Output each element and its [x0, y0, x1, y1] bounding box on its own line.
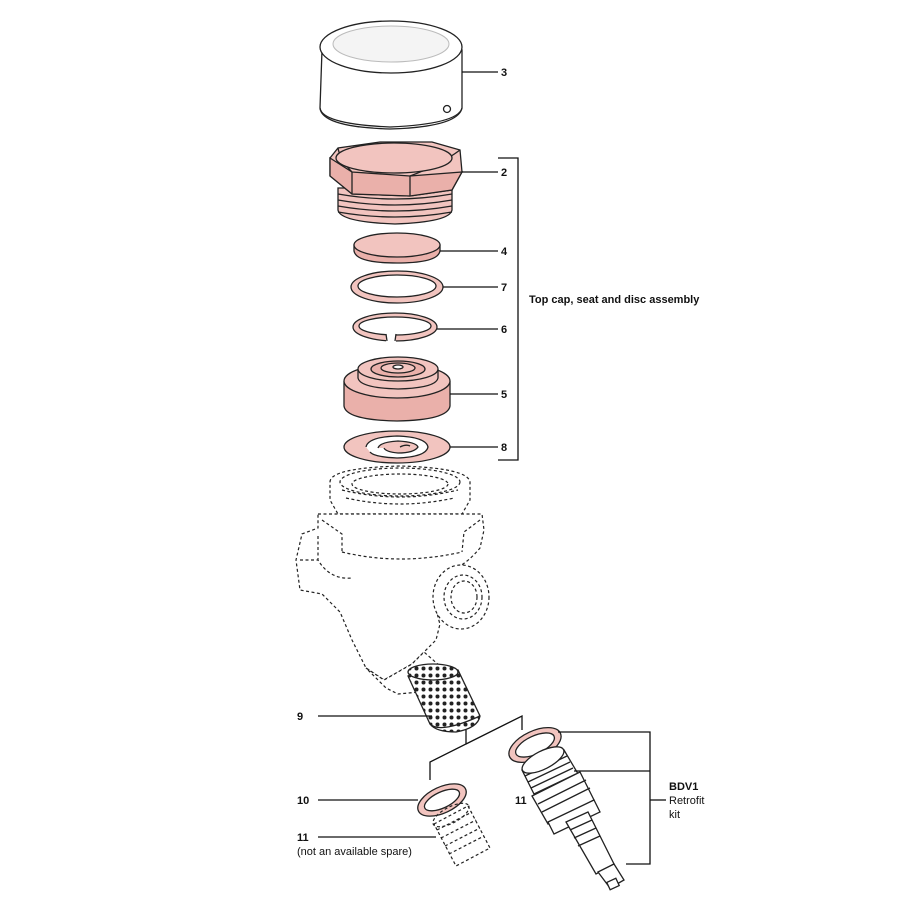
kit-name: BDV1 [669, 781, 698, 793]
spiral-gasket [343, 430, 451, 464]
label-part-3: 3 [501, 67, 507, 79]
plug-left-dashed [432, 802, 491, 867]
valve-body-outline [295, 465, 490, 695]
label-part-11-note: (not an available spare) [297, 846, 412, 858]
kit-line2: kit [669, 809, 680, 821]
label-part-5: 5 [501, 389, 507, 401]
label-part-8: 8 [501, 442, 507, 454]
connector-right [465, 714, 523, 745]
hex-top-cap [329, 141, 464, 225]
connector-left [429, 730, 467, 780]
assembly-bracket [498, 157, 519, 461]
seat [343, 356, 451, 422]
top-cover-cap [319, 20, 463, 130]
split-circlip [352, 312, 438, 342]
blowdown-valve [521, 746, 625, 891]
kit-bracket [558, 731, 651, 865]
kit-line1: Retrofit [669, 795, 704, 807]
label-part-9: 9 [297, 711, 303, 723]
label-part-10: 10 [297, 795, 309, 807]
small-gasket-left [417, 783, 467, 817]
assembly-label: Top cap, seat and disc assembly [529, 294, 700, 306]
label-part-7: 7 [501, 282, 507, 294]
label-part-2: 2 [501, 167, 507, 179]
label-part-11-left: 11 [297, 832, 309, 844]
strainer-screen [407, 663, 481, 733]
label-part-11-right: 11 [515, 795, 527, 807]
disc [353, 232, 441, 264]
gasket-ring [350, 270, 444, 304]
label-part-6: 6 [501, 324, 507, 336]
label-part-4: 4 [501, 246, 508, 258]
